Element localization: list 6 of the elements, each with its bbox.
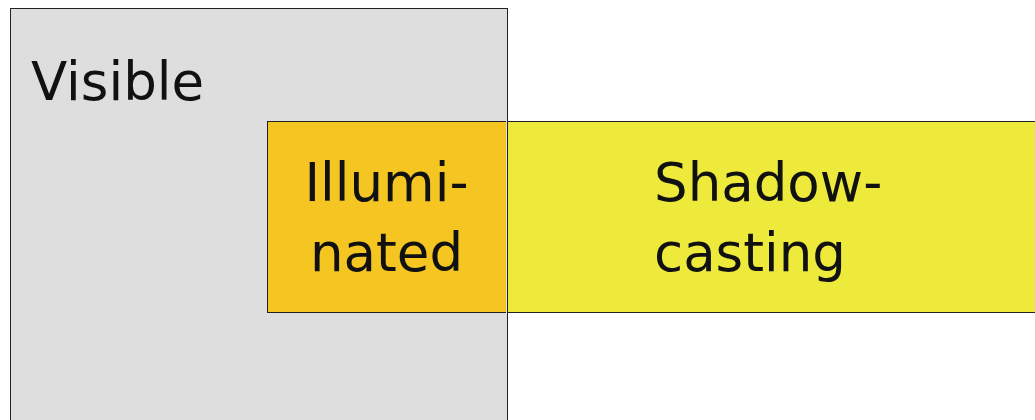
- set-box: [508, 121, 1035, 313]
- set-box: [10, 8, 508, 420]
- set-label: Visible: [31, 50, 205, 114]
- overlap-box: [266, 120, 506, 313]
- set-label: Shadow- casting: [654, 151, 884, 285]
- set-label: Illumi- nated: [303, 150, 470, 285]
